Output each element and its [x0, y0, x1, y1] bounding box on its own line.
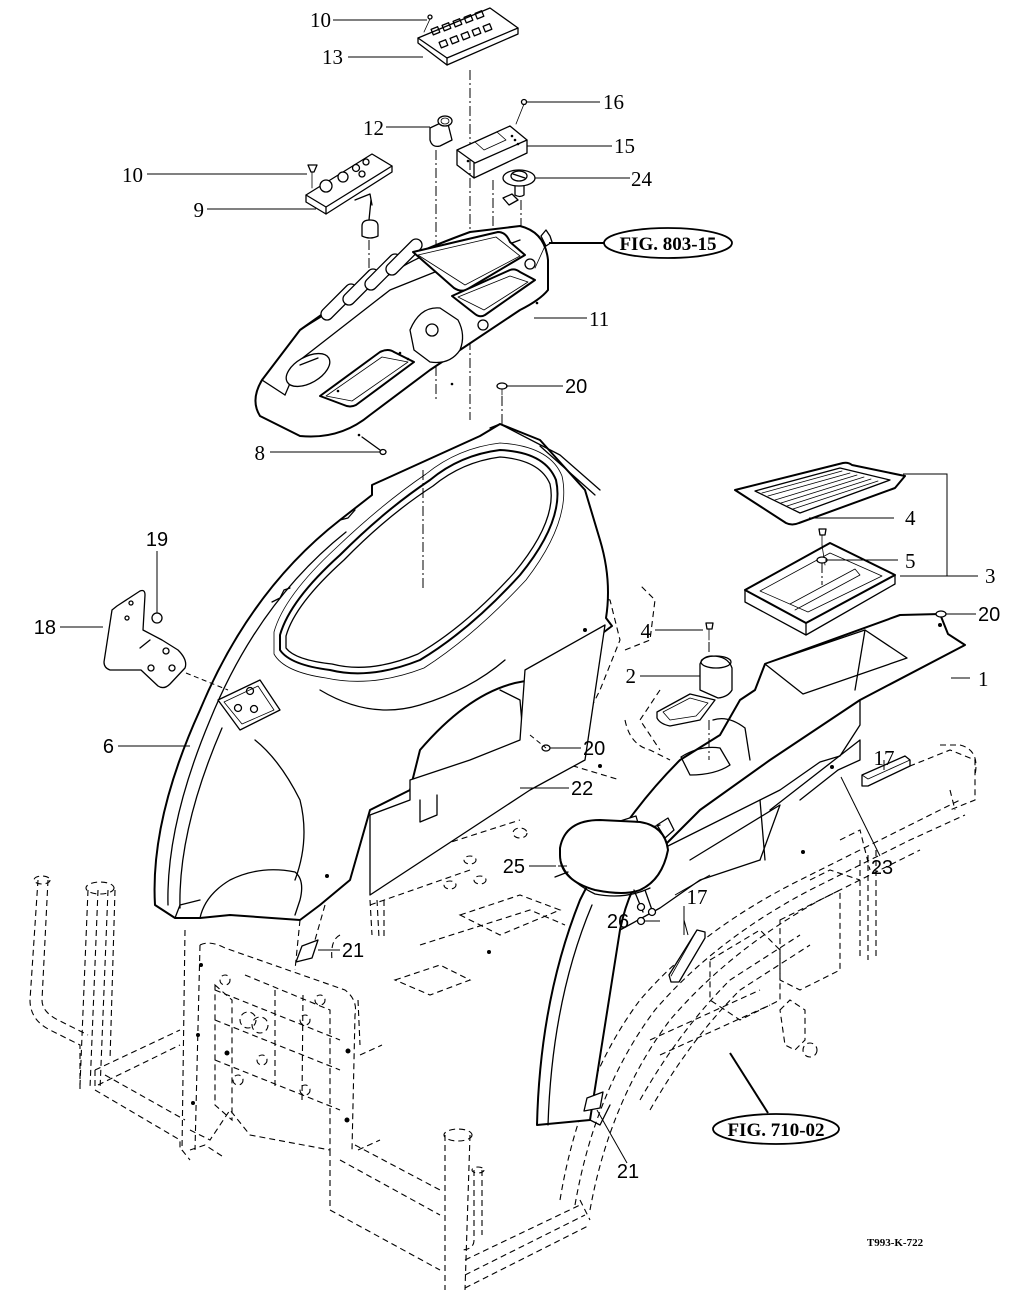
callout-2: 2: [626, 664, 637, 688]
fig-ref-710-02[interactable]: FIG. 710-02: [712, 1113, 840, 1145]
part-12-socket: [429, 115, 453, 148]
part-17-pad-upper: [861, 755, 911, 787]
callout-17-lower: 17: [687, 885, 708, 909]
callout-20-mid: 20: [583, 738, 605, 760]
callout-labels: 10 13 12 10 9 16 15 24 11 8 20 19 18 6 2…: [34, 8, 1001, 1183]
callout-23: 23: [871, 857, 893, 879]
callout-16: 16: [603, 90, 624, 114]
callout-25: 25: [503, 856, 525, 878]
callout-12: 12: [363, 116, 384, 140]
part-3-storage-tray: [744, 542, 896, 636]
part-4-screw-lower: [705, 622, 714, 641]
callout-3: 3: [985, 564, 996, 588]
callout-10-left: 10: [122, 163, 143, 187]
fig-ref-803-15[interactable]: FIG. 803-15: [603, 227, 733, 259]
fig-ref-803-15-label: FIG. 803-15: [619, 234, 716, 255]
callout-5: 5: [905, 549, 916, 573]
part-20-rivet-top: [496, 382, 508, 396]
part-6-left-fender: [153, 423, 613, 921]
callout-21-right: 21: [617, 1161, 639, 1183]
part-16-screw: [515, 98, 528, 125]
part-17-pad-lower: [668, 929, 706, 983]
callout-19: 19: [146, 529, 168, 551]
part-4-screw-upper: [818, 528, 827, 546]
callout-18: 18: [34, 617, 56, 639]
fig-ref-710-02-label: FIG. 710-02: [727, 1120, 824, 1141]
part-10-screw-left: [307, 164, 318, 189]
callout-10-top: 10: [310, 8, 331, 32]
bracket-mount-line: [185, 672, 229, 691]
callout-21-left: 21: [342, 940, 364, 962]
part-13-switch-panel: [417, 7, 519, 66]
leader-lines: [60, 19, 978, 1164]
callout-6: 6: [103, 736, 114, 758]
callout-20-top: 20: [565, 376, 587, 398]
part-21-decal-left: [295, 939, 319, 963]
part-8-screw: [361, 436, 387, 456]
part-19-nut: [151, 612, 163, 624]
part-15-switch-module: [456, 125, 528, 179]
callout-17-upper: 17: [874, 746, 895, 770]
tractor-frame-phantom: [29, 584, 977, 1291]
part-26-bolts: [633, 889, 657, 926]
part-21-decal-right: [583, 1091, 604, 1112]
part-20-rivet-right: [935, 610, 947, 618]
callout-8: 8: [255, 441, 266, 465]
part-3-storage-lid: [734, 461, 906, 526]
part-11-dash-console: [254, 225, 549, 438]
callout-9: 9: [194, 198, 205, 222]
callout-22: 22: [571, 778, 593, 800]
callout-20-right: 20: [978, 604, 1000, 626]
part-24-knob: [502, 169, 536, 206]
callout-13: 13: [322, 45, 343, 69]
callout-4-upper: 4: [905, 506, 916, 530]
part-22-inner-panel: [369, 624, 606, 896]
part-2-cup-holder: [656, 655, 733, 727]
part-9-control-panel: [305, 153, 393, 239]
callout-1: 1: [978, 667, 989, 691]
callout-26: 26: [607, 911, 629, 933]
part-18-bracket: [103, 589, 187, 689]
callout-4-lower: 4: [641, 619, 652, 643]
drawing-code: T993-K-722: [867, 1237, 924, 1249]
part-25-jump-seat: [554, 815, 675, 897]
callout-24: 24: [631, 167, 653, 191]
callout-15: 15: [614, 134, 635, 158]
callout-11: 11: [589, 307, 609, 331]
